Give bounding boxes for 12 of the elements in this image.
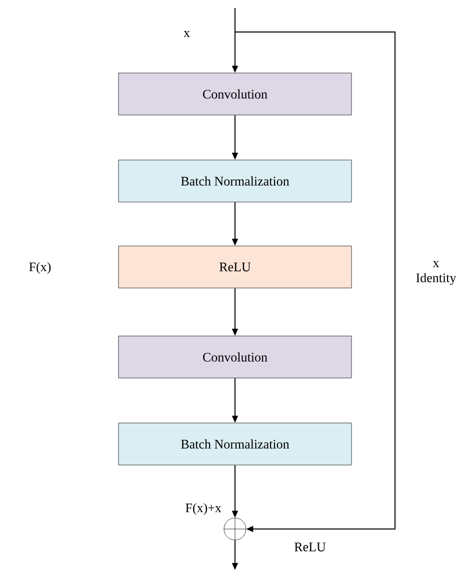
process-box: ReLU bbox=[118, 246, 352, 288]
edge-label: x Identity bbox=[416, 261, 456, 285]
sum-circle bbox=[224, 518, 246, 540]
operation-label: ReLU bbox=[294, 542, 326, 552]
process-box: Batch Normalization bbox=[118, 422, 352, 466]
arrow bbox=[234, 32, 396, 532]
process-box: Convolution bbox=[118, 336, 352, 378]
process-box: Batch Normalization bbox=[118, 160, 352, 202]
function-label: F(x) bbox=[29, 262, 51, 274]
edge-label: F(x)+x bbox=[186, 503, 222, 515]
edge-label: x bbox=[184, 31, 190, 37]
process-box: Convolution bbox=[118, 72, 352, 116]
